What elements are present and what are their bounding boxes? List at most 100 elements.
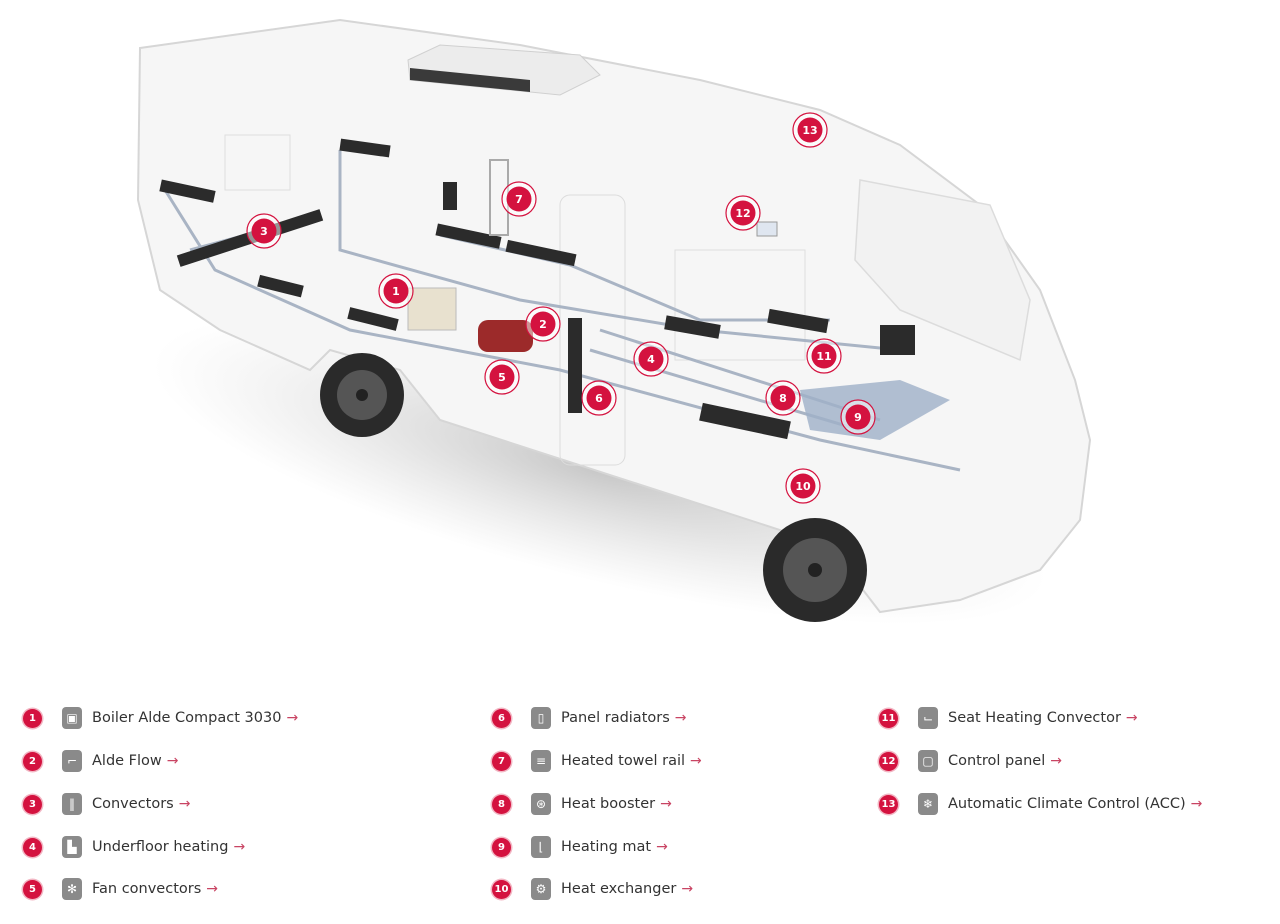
legend-link[interactable]: Heat exchanger [561,881,677,897]
number-badge: 9 [492,837,511,857]
legend-link[interactable]: Underfloor heating [92,839,229,855]
marker-number: 3 [260,225,268,238]
marker-dot [251,218,277,244]
snowflake-icon: ❄ [918,793,938,815]
cab-window [674,249,806,361]
legend-item-9[interactable]: 9 ⌊ Heating mat→ [492,833,668,861]
legend-link[interactable]: Boiler Alde Compact 3030 [92,710,282,726]
marker-13[interactable]: 13 [792,112,828,148]
arrow-right-icon: → [286,710,299,726]
arrow-right-icon: → [1190,796,1203,812]
number-badge: 8 [492,794,511,814]
legend-item-1[interactable]: 1 ▣ Boiler Alde Compact 3030→ [23,704,298,732]
seat-icon: ⌙ [918,707,938,729]
legend-item-11[interactable]: 11 ⌙ Seat Heating Convector→ [879,704,1138,732]
marker-number: 7 [515,193,523,206]
number-badge: 6 [492,708,511,728]
legend-item-5[interactable]: 5 ✻ Fan convectors→ [23,875,218,903]
legend-link[interactable]: Seat Heating Convector [948,710,1121,726]
marker-dot [530,311,556,337]
fan-convector-icon: ✻ [62,878,82,900]
arrow-right-icon: → [690,753,702,769]
legend-item-13[interactable]: 13 ❄ Automatic Climate Control (ACC)→ [879,790,1202,818]
panel-radiator-icon: ▯ [531,707,551,729]
marker-dot [730,200,756,226]
legend-item-12[interactable]: 12▢Control panel→ [879,747,1062,775]
arrow-right-icon: → [233,839,246,855]
marker-7[interactable]: 7 [501,181,537,217]
marker-10[interactable]: 10 [785,468,821,504]
number-badge: 5 [23,879,42,899]
arrow-right-icon: → [166,753,179,769]
legend-link[interactable]: Heated towel rail [561,753,686,769]
legend-link[interactable]: Fan convectors [92,881,202,897]
arrow-right-icon: → [660,796,672,812]
heat-booster-icon: ⊛ [531,793,551,815]
boiler [407,287,457,331]
marker-number: 6 [595,392,603,405]
marker-dot [770,385,796,411]
shower-icon: ⌐ [62,750,82,772]
legend-item-8[interactable]: 8 ⊛ Heat booster→ [492,790,672,818]
legend-link[interactable]: Alde Flow [92,753,162,769]
legend-item-2[interactable]: 2⌐Alde Flow→ [23,747,179,775]
marker-dot [383,278,409,304]
heating-mat [800,380,950,440]
towel-rail-icon: ≡ [531,750,551,772]
legend-item-10[interactable]: 10⚙Heat exchanger→ [492,875,693,903]
marker-dot [797,117,823,143]
number-badge: 4 [23,837,42,857]
marker-3[interactable]: 3 [246,213,282,249]
marker-6[interactable]: 6 [581,380,617,416]
marker-dot [506,186,532,212]
marker-number: 5 [498,371,506,384]
marker-number: 10 [795,480,811,493]
marker-2[interactable]: 2 [525,306,561,342]
number-badge: 13 [879,794,898,814]
marker-dot [489,364,515,390]
boiler-icon: ▣ [62,707,82,729]
legend-link[interactable]: Convectors [92,796,174,812]
marker-11[interactable]: 11 [806,338,842,374]
marker-dot [790,473,816,499]
arrow-right-icon: → [656,839,668,855]
marker-9[interactable]: 9 [840,399,876,435]
legend-item-7[interactable]: 7 ≡ Heated towel rail→ [492,747,702,775]
number-badge: 11 [879,708,898,728]
heat-exchanger-icon: ⚙ [531,878,551,900]
roof-ac-vent [410,68,530,92]
underfloor-icon: ▙ [62,836,82,858]
legend-item-6[interactable]: 6▯Panel radiators→ [492,704,687,732]
legend-link[interactable]: Panel radiators [561,710,670,726]
number-badge: 7 [492,751,511,771]
legend-link[interactable]: Heat booster [561,796,656,812]
arrow-right-icon: → [178,796,191,812]
window [224,134,291,191]
legend-link[interactable]: Heating mat [561,839,652,855]
marker-number: 8 [779,392,787,405]
marker-5[interactable]: 5 [484,359,520,395]
heating-mat-icon: ⌊ [531,836,551,858]
number-badge: 1 [23,708,42,728]
marker-12[interactable]: 12 [725,195,761,231]
legend-link[interactable]: Control panel [948,753,1046,769]
legend-item-3[interactable]: 3‖Convectors→ [23,790,190,818]
legend-item-4[interactable]: 4 ▙ Underfloor heating→ [23,833,245,861]
arrow-right-icon: → [1125,710,1138,726]
legend-link[interactable]: Automatic Climate Control (ACC) [948,796,1186,812]
marker-number: 9 [854,411,862,424]
marker-dot [586,385,612,411]
marker-number: 1 [392,285,400,298]
marker-4[interactable]: 4 [633,341,669,377]
control-panel-icon: ▢ [918,750,938,772]
front-wheel [763,518,867,622]
rear-wheel [320,353,404,437]
marker-1[interactable]: 1 [378,273,414,309]
convector-icon: ‖ [62,793,82,815]
marker-number: 11 [816,350,831,363]
arrow-right-icon: → [206,881,219,897]
door [559,194,626,466]
marker-number: 2 [539,318,547,331]
marker-8[interactable]: 8 [765,380,801,416]
